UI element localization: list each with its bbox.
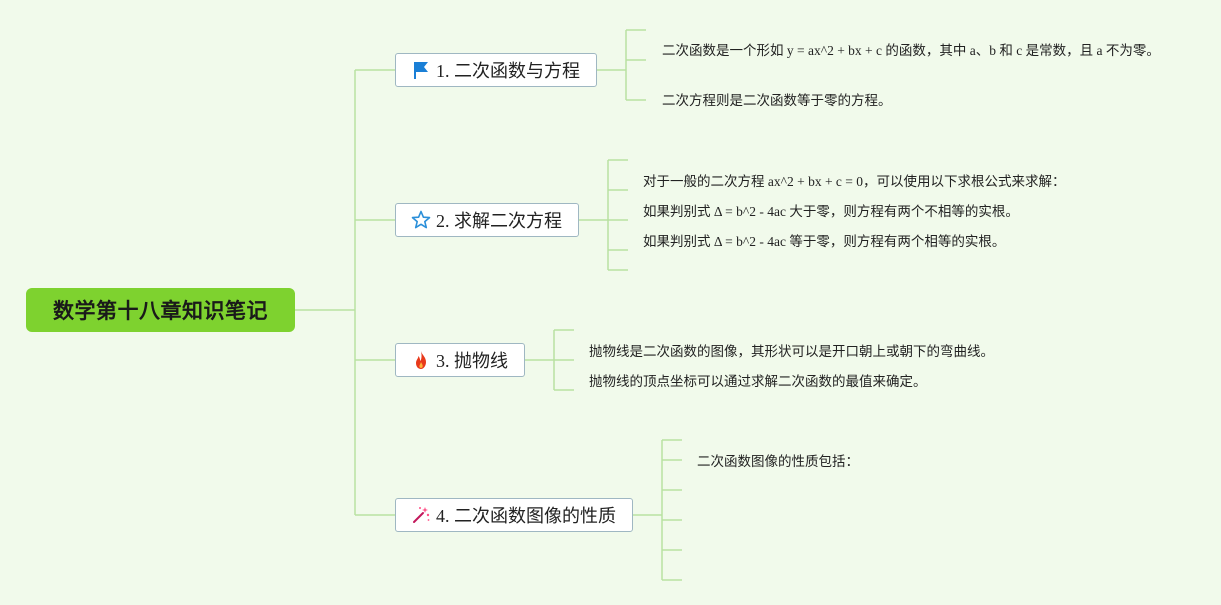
note-1-1: 二次函数是一个形如 y = ax^2 + bx + c 的函数，其中 a、b 和… xyxy=(662,43,1160,58)
branch-node-1[interactable]: 1. 二次函数与方程 xyxy=(395,53,597,87)
note-3-1: 抛物线是二次函数的图像，其形状可以是开口朝上或朝下的弯曲线。 xyxy=(589,344,994,359)
note-1-2: 二次方程则是二次函数等于零的方程。 xyxy=(662,93,892,108)
central-topic[interactable]: 数学第十八章知识笔记 xyxy=(26,288,295,332)
flag-icon xyxy=(410,59,432,81)
branch-label: 1. 二次函数与方程 xyxy=(436,61,580,81)
branch-label: 2. 求解二次方程 xyxy=(436,211,562,231)
central-topic-label: 数学第十八章知识笔记 xyxy=(53,299,268,323)
magic-wand-icon xyxy=(410,504,432,526)
note-4-1: 二次函数图像的性质包括： xyxy=(697,454,859,469)
branch-node-2[interactable]: 2. 求解二次方程 xyxy=(395,203,579,237)
note-2-3: 如果判别式 Δ = b^2 - 4ac 等于零，则方程有两个相等的实根。 xyxy=(643,234,1006,249)
note-2-2: 如果判别式 Δ = b^2 - 4ac 大于零，则方程有两个不相等的实根。 xyxy=(643,204,1019,219)
note-3-2: 抛物线的顶点坐标可以通过求解二次函数的最值来确定。 xyxy=(589,374,927,389)
branch-node-3[interactable]: 3. 抛物线 xyxy=(395,343,525,377)
note-2-1: 对于一般的二次方程 ax^2 + bx + c = 0，可以使用以下求根公式来求… xyxy=(643,174,1066,189)
branch-label: 4. 二次函数图像的性质 xyxy=(436,506,616,526)
branch-node-4[interactable]: 4. 二次函数图像的性质 xyxy=(395,498,633,532)
star-icon xyxy=(410,209,432,231)
branch-label: 3. 抛物线 xyxy=(436,351,508,371)
fire-icon xyxy=(410,349,432,371)
